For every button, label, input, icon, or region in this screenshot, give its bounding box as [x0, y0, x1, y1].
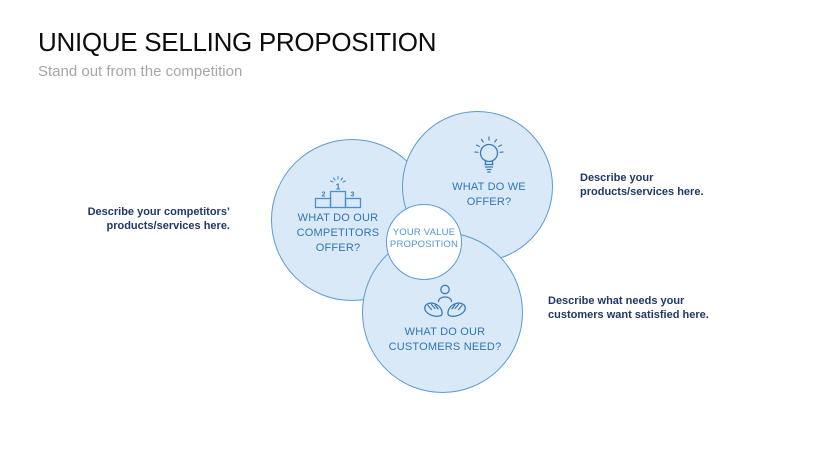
customers-label-line: CUSTOMERS NEED? — [388, 341, 502, 353]
offer-content: WHAT DO WE OFFER? — [429, 136, 549, 210]
customers-label-line: WHAT DO OUR — [404, 326, 486, 338]
annotation-line: Describe what needs your — [548, 295, 685, 307]
customers-content: WHAT DO OUR CUSTOMERS NEED? — [380, 283, 510, 355]
customers-label: WHAT DO OUR CUSTOMERS NEED? — [389, 325, 502, 355]
podium-icon: 1 2 3 — [313, 175, 363, 209]
circle-value-proposition — [386, 204, 462, 280]
annotation-offer: Describe your products/services here. — [580, 172, 740, 199]
lightbulb-icon — [472, 136, 506, 178]
annotation-line: products/services here. — [106, 219, 230, 232]
value-proposition-line: PROPOSITION — [389, 239, 459, 250]
annotation-competitors: Describe your competitors’ products/serv… — [80, 206, 230, 233]
competitors-label-line: COMPETITORS — [296, 227, 380, 239]
slide-title: UNIQUE SELLING PROPOSITION — [38, 27, 437, 57]
competitors-label: WHAT DO OUR COMPETITORS OFFER? — [297, 211, 380, 256]
svg-text:1: 1 — [336, 182, 341, 192]
slide-subtitle: Stand out from the competition — [38, 63, 243, 80]
annotation-line: customers want satisfied here. — [548, 308, 709, 321]
svg-text:2: 2 — [322, 192, 326, 199]
customer-care-icon — [420, 283, 470, 323]
offer-label-line: WHAT DO WE — [452, 181, 526, 193]
competitors-content: 1 2 3 WHAT DO OUR COMPETITORS OFFER? — [283, 175, 393, 256]
annotation-customers: Describe what needs your customers want … — [548, 295, 733, 322]
annotation-line: Describe your competitors’ — [87, 206, 230, 218]
competitors-label-line: WHAT DO OUR — [297, 212, 379, 224]
value-proposition-label: YOUR VALUE PROPOSITION — [389, 227, 459, 251]
value-proposition-line: YOUR VALUE — [392, 227, 456, 238]
svg-text:3: 3 — [351, 192, 355, 199]
offer-label: WHAT DO WE OFFER? — [452, 180, 526, 210]
annotation-line: products/services here. — [580, 185, 704, 198]
competitors-label-line: OFFER? — [315, 242, 361, 254]
annotation-line: Describe your — [580, 172, 654, 184]
offer-label-line: OFFER? — [466, 196, 512, 208]
